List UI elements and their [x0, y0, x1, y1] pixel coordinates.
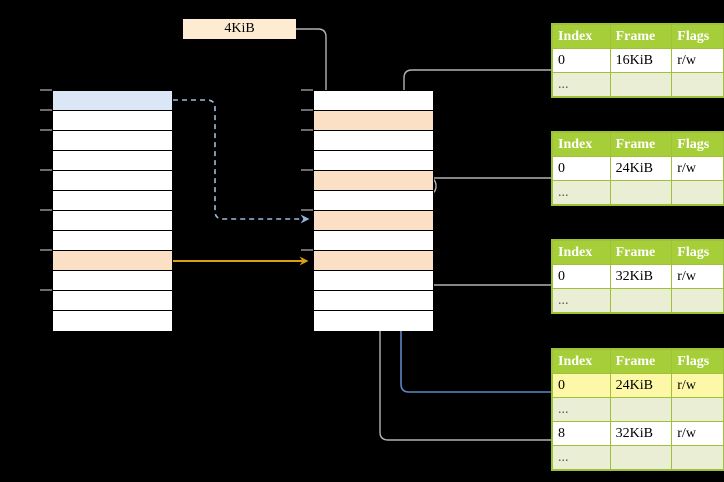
col-flags: Flags — [671, 349, 724, 374]
cell-frame: 24KiB — [609, 156, 673, 181]
cell-index: ... — [552, 445, 611, 470]
physical-row-0 — [314, 91, 433, 111]
cell-index: ... — [552, 288, 611, 313]
wire-size-to-frame — [296, 28, 330, 120]
cell-flags — [671, 288, 724, 313]
cell-flags: r/w — [671, 48, 724, 73]
physical-row-8 — [314, 251, 433, 271]
cell-frame — [609, 72, 673, 97]
table-header-row: Index Frame Flags — [552, 349, 724, 374]
virtual-row-4 — [53, 171, 172, 191]
wire-pt4-row0-to-frame — [396, 217, 551, 393]
cell-flags — [671, 445, 724, 470]
physical-row-11 — [314, 311, 433, 331]
cell-frame — [609, 288, 673, 313]
cell-frame: 32KiB — [609, 421, 673, 446]
virtual-row-7 — [53, 231, 172, 251]
physical-row-7 — [314, 231, 433, 251]
cell-frame: 16KiB — [609, 48, 673, 73]
cell-index: 0 — [552, 48, 611, 73]
page-table-level-4: Index Frame Flags 0 24KiB r/w ... 8 — [551, 348, 724, 471]
cell-flags: r/w — [671, 373, 724, 398]
virtual-row-10 — [53, 291, 172, 311]
table-row: ... — [552, 72, 724, 97]
left-table-ticks — [40, 89, 52, 291]
virtual-row-5 — [53, 191, 172, 211]
virtual-row-3 — [53, 151, 172, 171]
cell-index: ... — [552, 72, 611, 97]
cell-flags: r/w — [671, 421, 724, 446]
table-header-row: Index Frame Flags — [552, 24, 724, 49]
virtual-row-0 — [53, 91, 172, 111]
physical-row-4 — [314, 171, 433, 191]
middle-table-ticks — [301, 89, 313, 251]
table-row: ... — [552, 288, 724, 313]
page-table-level-1-grid: Index Frame Flags 0 16KiB r/w ... — [552, 24, 724, 97]
virtual-row-1 — [53, 111, 172, 131]
physical-row-3 — [314, 151, 433, 171]
virtual-row-9 — [53, 271, 172, 291]
cell-frame — [609, 397, 673, 422]
wire-pt1-to-frame — [400, 69, 551, 180]
col-index: Index — [552, 24, 611, 49]
col-frame: Frame — [609, 240, 673, 265]
virtual-row-6 — [53, 211, 172, 231]
cell-index: ... — [552, 397, 611, 422]
page-table-level-3-grid: Index Frame Flags 0 32KiB r/w ... — [552, 240, 724, 313]
cell-frame — [609, 445, 673, 470]
table-row: 0 24KiB r/w — [552, 373, 724, 398]
virtual-row-11 — [53, 311, 172, 331]
cell-flags — [671, 72, 724, 97]
virtual-address-space-table — [52, 90, 173, 331]
table-row: ... — [552, 397, 724, 422]
table-header-row: Index Frame Flags — [552, 132, 724, 157]
size-label-text: 4KiB — [224, 21, 255, 36]
cell-frame: 24KiB — [609, 373, 673, 398]
col-flags: Flags — [671, 24, 724, 49]
table-row: ... — [552, 445, 724, 470]
cell-index: ... — [552, 180, 611, 205]
physical-row-2 — [314, 131, 433, 151]
table-row: 0 24KiB r/w — [552, 156, 724, 181]
page-table-level-2: Index Frame Flags 0 24KiB r/w ... — [551, 131, 724, 206]
cell-index: 8 — [552, 421, 611, 446]
wire-virt-to-phys-dashed — [173, 99, 310, 224]
cell-frame: 32KiB — [609, 264, 673, 289]
col-frame: Frame — [609, 349, 673, 374]
cell-flags — [671, 180, 724, 205]
virtual-row-8 — [53, 251, 172, 271]
virtual-row-2 — [53, 131, 172, 151]
physical-row-10 — [314, 291, 433, 311]
physical-row-1 — [314, 111, 433, 131]
page-table-level-2-grid: Index Frame Flags 0 24KiB r/w ... — [552, 132, 724, 205]
page-table-level-1: Index Frame Flags 0 16KiB r/w ... — [551, 23, 724, 98]
cell-flags: r/w — [671, 264, 724, 289]
physical-row-9 — [314, 271, 433, 291]
col-flags: Flags — [671, 240, 724, 265]
cell-frame — [609, 180, 673, 205]
page-table-level-4-grid: Index Frame Flags 0 24KiB r/w ... 8 — [552, 349, 724, 470]
col-index: Index — [552, 240, 611, 265]
col-index: Index — [552, 132, 611, 157]
col-frame: Frame — [609, 24, 673, 49]
col-frame: Frame — [609, 132, 673, 157]
col-flags: Flags — [671, 132, 724, 157]
physical-memory-table — [313, 90, 434, 331]
table-row: ... — [552, 180, 724, 205]
cell-flags — [671, 397, 724, 422]
physical-row-6 — [314, 211, 433, 231]
cell-flags: r/w — [671, 156, 724, 181]
cell-index: 0 — [552, 156, 611, 181]
table-header-row: Index Frame Flags — [552, 240, 724, 265]
table-row: 0 16KiB r/w — [552, 48, 724, 73]
page-table-level-3: Index Frame Flags 0 32KiB r/w ... — [551, 239, 724, 314]
table-row: 8 32KiB r/w — [552, 421, 724, 446]
size-label: 4KiB — [183, 19, 296, 39]
cell-index: 0 — [552, 373, 611, 398]
col-index: Index — [552, 349, 611, 374]
physical-row-5 — [314, 191, 433, 211]
cell-index: 0 — [552, 264, 611, 289]
table-row: 0 32KiB r/w — [552, 264, 724, 289]
